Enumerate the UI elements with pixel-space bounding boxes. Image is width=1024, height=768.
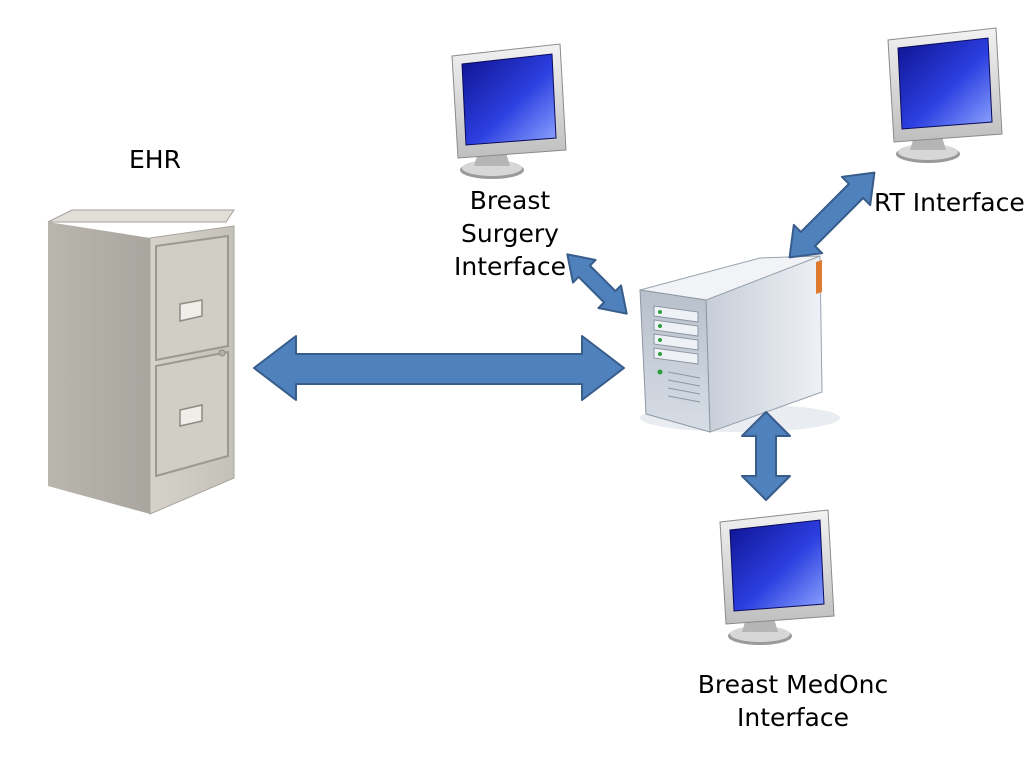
breast-surgery-label-line-3: Interface (454, 252, 566, 281)
ehr-label-text: EHR (129, 145, 181, 174)
monitor-icon-breast-surgery (451, 43, 567, 180)
ehr-label: EHR (105, 143, 205, 176)
breast-medonc-label-line-2: Interface (737, 703, 849, 732)
server-icon (639, 255, 840, 433)
monitor-icon-rt (887, 27, 1003, 164)
rt-interface-label: RT Interface (874, 186, 1024, 219)
monitor-icon-breast-medonc (719, 509, 835, 646)
ehr-server-arrow (253, 335, 625, 401)
breast-medonc-label: Breast MedOnc Interface (680, 668, 906, 734)
file-cabinet-icon (47, 209, 235, 515)
breast-surgery-server-arrow (566, 253, 628, 315)
rt-interface-label-text: RT Interface (874, 188, 1024, 217)
breast-surgery-label-line-1: Breast (469, 186, 551, 215)
breast-medonc-label-line-1: Breast MedOnc (697, 670, 889, 699)
breast-surgery-label: Breast Surgery Interface (420, 184, 600, 283)
medonc-server-arrow (741, 411, 791, 501)
rt-server-arrow (788, 171, 876, 259)
breast-surgery-label-line-2: Surgery (461, 219, 559, 248)
